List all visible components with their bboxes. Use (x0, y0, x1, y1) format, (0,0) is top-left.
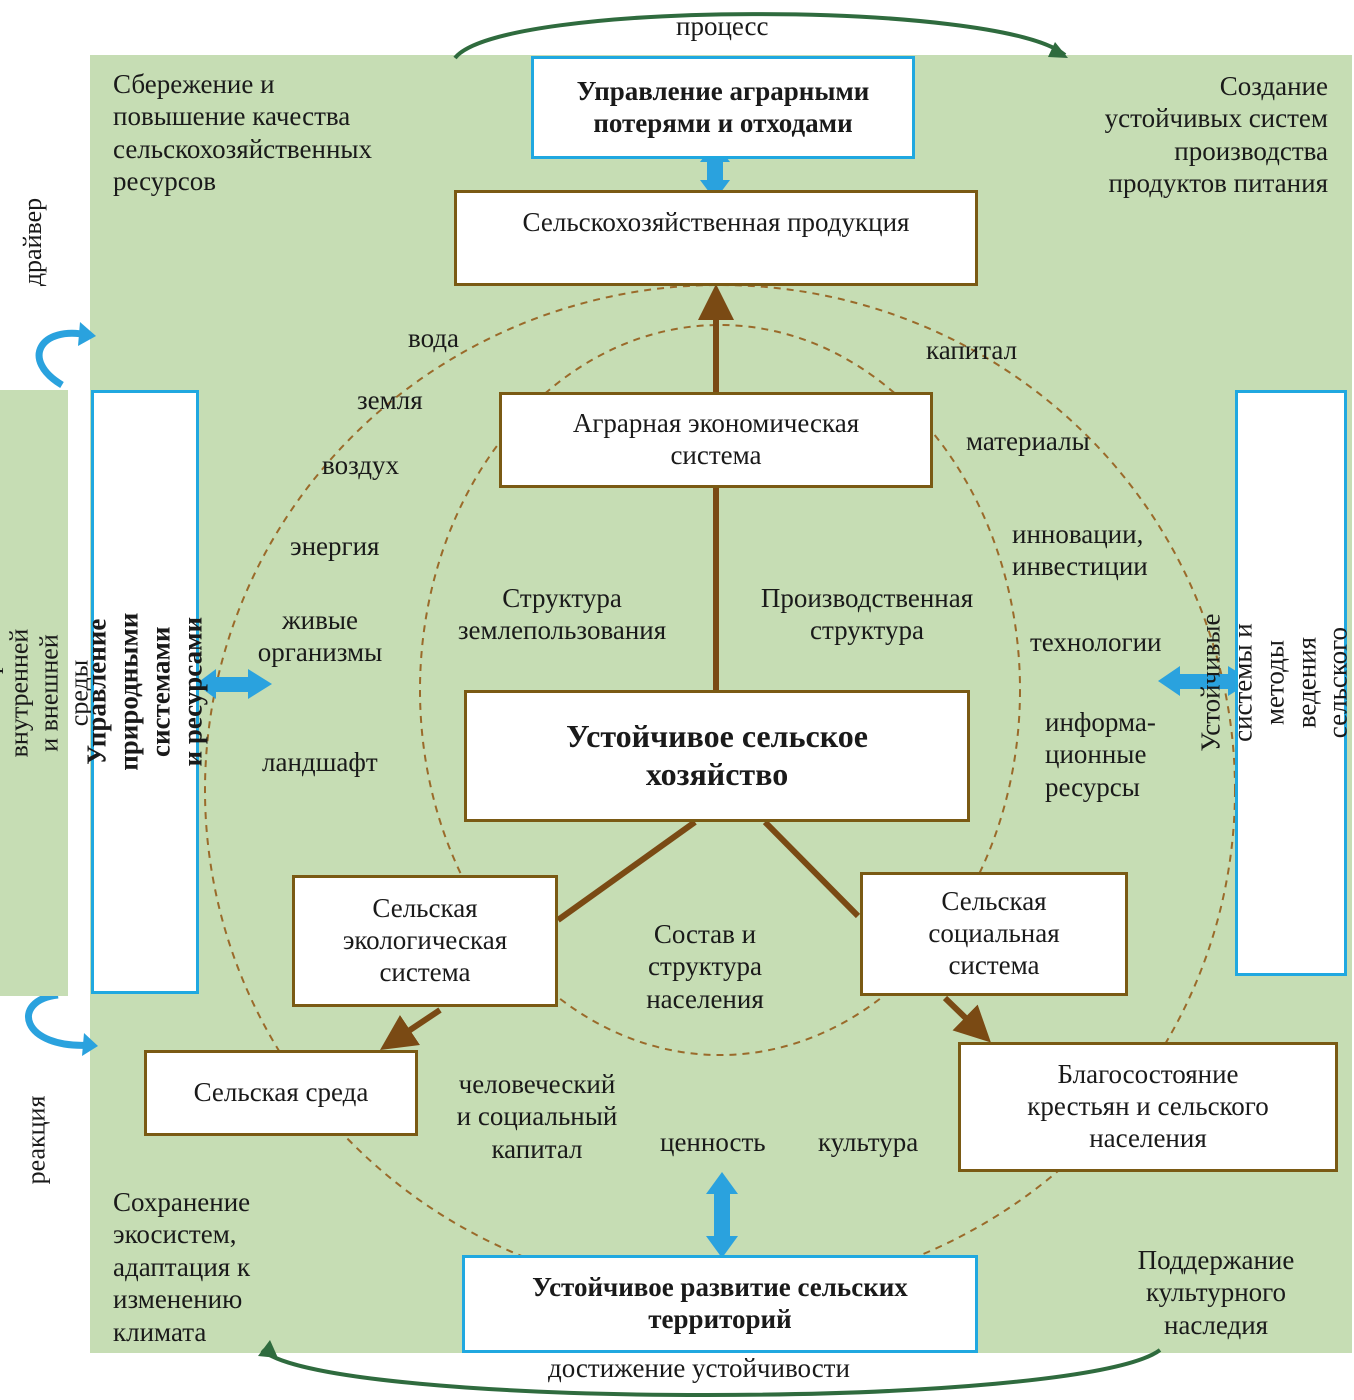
resource-materials: материалы (966, 426, 1090, 456)
line-center-ecological (556, 819, 697, 923)
achievement-curve-arrow (260, 1348, 1162, 1397)
corner-top-right-text: Создание устойчивых систем производства … (1104, 71, 1328, 199)
value-label: ценность (660, 1127, 766, 1157)
box-agrarian-economic-system: Аграрная экономическая система (499, 392, 933, 488)
culture-label: культура (818, 1127, 919, 1157)
process-curve-arrow (453, 12, 1067, 60)
driver-curl-arrow (35, 329, 89, 389)
double-arrow-bottom (706, 1172, 738, 1258)
double-arrow-left (196, 669, 272, 699)
reaction-curl-arrow (25, 991, 93, 1049)
resource-living-organisms: живые организмы (257, 605, 383, 668)
resource-land: земля (357, 385, 423, 415)
box-waste-management: Управление аграрными потерями и отходами (531, 56, 915, 159)
process-label: процесс (676, 11, 769, 41)
achievement-label: достижение устойчивости (548, 1353, 850, 1383)
box-rural-environment: Сельская среда (144, 1050, 418, 1136)
box-rural-social-system: Сельская социальная система (860, 872, 1128, 996)
resource-innovation: инновации, инвестиции (1012, 519, 1148, 582)
land-use-structure-label: Структура землепользования (457, 583, 667, 646)
driver-label: драйвер (0, 178, 66, 306)
factors-label: Факторы внутренней и внешней среды (0, 390, 93, 996)
box-rural-development: Устойчивое развитие сельских территорий (462, 1255, 978, 1353)
corner-bottom-left-text: Сохранение экосистем, адаптация к измене… (113, 1187, 251, 1347)
population-structure-label: Состав и структура населения (646, 919, 764, 1014)
corner-bottom-right-text: Поддержание культурного наследия (1137, 1245, 1295, 1340)
resource-information: информа- ционные ресурсы (1045, 707, 1156, 802)
box-wellbeing: Благосостояние крестьян и сельского насе… (958, 1042, 1338, 1172)
arrow-to-environment (380, 1007, 442, 1050)
arrow-to-wellbeing (942, 995, 991, 1043)
resource-technology: технологии (1030, 627, 1162, 657)
inner-dashed-ellipse (419, 324, 1021, 1056)
corner-top-left-text: Сбережение и повышение качества сельскох… (113, 69, 373, 197)
box-sustainable-methods: Устойчивые системы и методы ведения сель… (1195, 390, 1353, 976)
box-sustainable-agriculture: Устойчивое сельское хозяйство (464, 690, 970, 822)
line-center-social (762, 819, 861, 919)
resource-energy: энергия (290, 531, 380, 561)
resource-water: вода (408, 323, 460, 353)
production-structure-label: Производственная структура (760, 583, 974, 646)
box-natural-resources: Управление природными системами и ресурс… (81, 390, 207, 994)
box-rural-ecological-system: Сельская экологическая система (292, 875, 558, 1007)
box-agricultural-product: Сельскохозяйственная продукция (454, 190, 978, 286)
resource-air: воздух (322, 450, 399, 480)
reaction-label: реакция (0, 1065, 72, 1215)
resource-landscape: ландшафт (262, 747, 378, 777)
resource-capital: капитал (926, 335, 1018, 365)
human-social-capital-label: человеческий и социальный капитал (432, 1068, 642, 1166)
